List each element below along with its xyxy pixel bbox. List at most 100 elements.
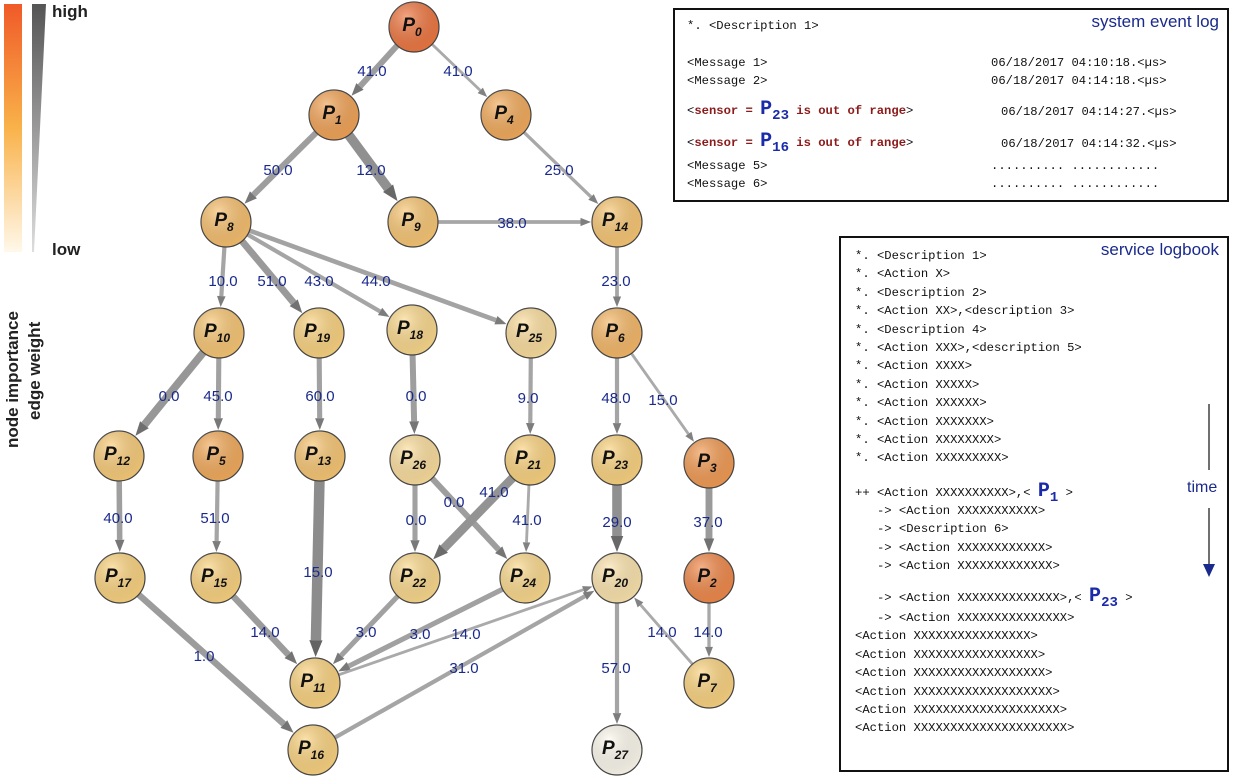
edge-arrowhead bbox=[244, 191, 257, 204]
node-p11[interactable]: P11 bbox=[289, 657, 341, 709]
edge-weight-label: 48.0 bbox=[601, 390, 630, 407]
edge-weight-label: 0.0 bbox=[159, 388, 180, 405]
node-p27[interactable]: P27 bbox=[591, 724, 643, 776]
edge-p1-p8 bbox=[244, 130, 319, 204]
service-log-line: *. <Action XXXXXXXX> bbox=[855, 433, 1002, 447]
node-p25[interactable]: P25 bbox=[505, 307, 557, 359]
edge-arrowhead bbox=[685, 431, 694, 442]
node-shading bbox=[592, 308, 642, 358]
node-p6[interactable]: P6 bbox=[591, 307, 643, 359]
edge-p21-p24 bbox=[522, 484, 531, 553]
node-shading bbox=[592, 197, 642, 247]
node-p19[interactable]: P19 bbox=[293, 307, 345, 359]
node-p15[interactable]: P15 bbox=[190, 552, 242, 604]
node-p20[interactable]: P20 bbox=[591, 552, 643, 604]
sensor-node-ref: P23 bbox=[760, 98, 789, 124]
edge-line bbox=[338, 588, 584, 677]
node-shading bbox=[684, 438, 734, 488]
node-p26[interactable]: P26 bbox=[389, 434, 441, 486]
edge-p16-p20 bbox=[333, 590, 595, 740]
node-p23[interactable]: P23 bbox=[591, 434, 643, 486]
service-log-line: *. <Action X> bbox=[855, 267, 951, 282]
edge-p8-p19 bbox=[239, 238, 303, 314]
node-p4[interactable]: P4 bbox=[480, 89, 532, 141]
edge-line bbox=[522, 131, 593, 199]
sensor-node-ref: P16 bbox=[760, 130, 789, 156]
edge-arrowhead bbox=[612, 296, 622, 307]
edge-p17-p16 bbox=[136, 592, 294, 733]
node-shading bbox=[194, 308, 244, 358]
edge-p5-p15 bbox=[212, 480, 221, 553]
node-p22[interactable]: P22 bbox=[389, 552, 441, 604]
node-label: P20 bbox=[602, 566, 628, 590]
service-log-line: *. <Description 1> bbox=[855, 249, 987, 263]
node-p8[interactable]: P8 bbox=[200, 196, 252, 248]
edge-line bbox=[214, 480, 220, 542]
event-log-timestamp: .......... ............ bbox=[991, 177, 1160, 191]
sensor-text: sensor = bbox=[694, 136, 761, 150]
edge-weight-label: 41.0 bbox=[479, 484, 508, 501]
edge-arrowhead bbox=[610, 536, 624, 552]
node-label: P15 bbox=[201, 566, 227, 590]
node-p18[interactable]: P18 bbox=[386, 304, 438, 356]
node-p17[interactable]: P17 bbox=[94, 552, 146, 604]
node-shading bbox=[500, 553, 550, 603]
node-shading bbox=[387, 305, 437, 355]
edge-p26-p22 bbox=[410, 485, 420, 552]
node-p2[interactable]: P2 bbox=[683, 552, 735, 604]
edge-arrowhead bbox=[580, 217, 591, 227]
edge-weight-label: 45.0 bbox=[203, 388, 232, 405]
edge-weight-label: 23.0 bbox=[601, 273, 630, 290]
node-p12[interactable]: P12 bbox=[93, 430, 145, 482]
event-log-message: <Message 1> bbox=[687, 56, 768, 70]
node-label: P22 bbox=[400, 566, 426, 590]
edge-line bbox=[251, 130, 319, 197]
edge-arrowhead bbox=[582, 590, 595, 600]
edge-weight-label: 10.0 bbox=[208, 273, 237, 290]
edge-arrowhead bbox=[284, 651, 298, 665]
legend-high-label: high bbox=[52, 2, 88, 21]
node-shading bbox=[506, 308, 556, 358]
edge-p21-p22 bbox=[433, 474, 516, 560]
node-p3[interactable]: P3 bbox=[683, 437, 735, 489]
edge-arrowhead bbox=[315, 418, 325, 431]
edge-weight-label: 41.0 bbox=[443, 63, 472, 80]
edge-p0-p1 bbox=[351, 43, 400, 96]
edge-line bbox=[347, 586, 504, 669]
edge-arrowhead bbox=[433, 544, 448, 560]
service-log-line: *. <Action XXXX> bbox=[855, 359, 973, 374]
edge-p10-p5 bbox=[213, 357, 223, 431]
node-p24[interactable]: P24 bbox=[499, 552, 551, 604]
edge-weight-label: edge weight bbox=[25, 321, 44, 420]
edge-line bbox=[528, 357, 533, 424]
time-arrow-icon bbox=[1203, 404, 1215, 577]
edge-weight-label: 44.0 bbox=[361, 273, 390, 290]
event-log-message: <Message 2> bbox=[687, 74, 768, 88]
service-log-line: <Action XXXXXXXXXXXXXXXX> bbox=[855, 629, 1038, 644]
node-ref-p23: P23 bbox=[1089, 585, 1118, 611]
node-label: P3 bbox=[697, 451, 717, 475]
edge-line bbox=[246, 232, 382, 314]
node-shading bbox=[684, 658, 734, 708]
node-p21[interactable]: P21 bbox=[504, 434, 556, 486]
node-label: P25 bbox=[516, 321, 542, 345]
edge-p4-p14 bbox=[522, 131, 599, 204]
node-p13[interactable]: P13 bbox=[294, 430, 346, 482]
node-label: P5 bbox=[206, 444, 226, 468]
node-p7[interactable]: P7 bbox=[683, 657, 735, 709]
edge-arrowhead bbox=[522, 542, 531, 553]
node-p5[interactable]: P5 bbox=[192, 430, 244, 482]
node-p16[interactable]: P16 bbox=[287, 724, 339, 776]
edge-arrowhead bbox=[705, 646, 713, 657]
node-ref-p1: P1 bbox=[1037, 480, 1059, 506]
node-p10[interactable]: P10 bbox=[193, 307, 245, 359]
edge-arrowhead bbox=[526, 423, 535, 435]
node-p1[interactable]: P1 bbox=[308, 89, 360, 141]
edge-weight-wedge bbox=[32, 4, 46, 252]
node-p14[interactable]: P14 bbox=[591, 196, 643, 248]
node-shading bbox=[309, 90, 359, 140]
legend: high low node importance edge weight bbox=[3, 2, 88, 448]
node-p9[interactable]: P9 bbox=[387, 196, 439, 248]
node-label: P10 bbox=[204, 321, 230, 345]
node-p0[interactable]: P0 bbox=[388, 1, 440, 53]
